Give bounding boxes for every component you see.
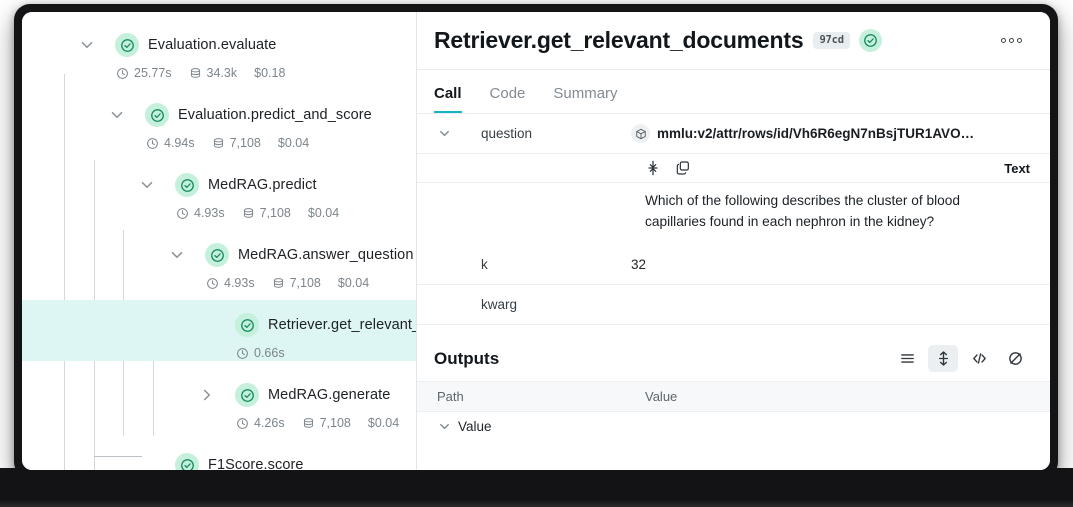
tree-node-duration: 0.66s (254, 346, 285, 360)
outputs-view-toggles[interactable] (892, 345, 1030, 373)
chevron-right-icon[interactable] (198, 386, 216, 404)
tree-elbow (94, 456, 142, 457)
status-success-icon (175, 453, 199, 470)
tree-node-metrics: 25.77s 34.3k $0.18 (116, 66, 285, 80)
kebab-menu-icon[interactable] (995, 32, 1028, 49)
tree-node-cost: $0.04 (277, 136, 310, 150)
chevron-down-icon[interactable] (108, 106, 126, 124)
tree-node-tokens: 7,108 (289, 276, 321, 290)
input-value: mmlu:v2/attr/rows/id/Vh6R6egN7nBsjTUR1AV… (631, 124, 974, 143)
tree-node-cost: $0.04 (337, 276, 370, 290)
tree-node-cost: $0.18 (254, 66, 286, 80)
device-bezel-bottom (0, 468, 1073, 507)
expand-vertical-icon[interactable] (928, 345, 958, 373)
input-row-k[interactable]: k 32 (417, 245, 1050, 285)
collapse-vertical-icon[interactable] (645, 160, 661, 176)
tree-node-cost: $0.04 (367, 416, 400, 430)
outputs-title: Outputs (434, 348, 500, 368)
status-success-icon (858, 29, 882, 52)
tree-node-row[interactable]: F1Score.score (22, 440, 416, 470)
tree-node-duration: 25.77s (134, 66, 172, 80)
tab-summary[interactable]: Summary (553, 85, 618, 102)
outputs-table-header: Path Value (417, 380, 1050, 412)
tree-node-metrics: 0.66s (236, 346, 285, 360)
question-text-body: Which of the following describes the clu… (645, 193, 960, 229)
tab-code[interactable]: Code (489, 85, 526, 102)
input-row-question[interactable]: question mmlu:v2/attr/rows/id/Vh6R6egN7n… (417, 114, 1050, 154)
tree-node-metrics: 4.26s 7,108 $0.04 (236, 416, 399, 430)
input-ref-value[interactable]: mmlu:v2/attr/rows/id/Vh6R6egN7nBsjTUR1AV… (657, 126, 975, 141)
input-value: 32 (631, 256, 647, 272)
tree-node-label: Retriever.get_relevant_d (268, 317, 417, 333)
status-success-icon (145, 103, 169, 127)
tree-node-duration: 4.93s (194, 206, 225, 220)
tree-node-duration: 4.94s (164, 136, 195, 150)
detail-panel: Retriever.get_relevant_documents 97cd Ca… (417, 12, 1050, 470)
tree-node-label: Evaluation.predict_and_score (178, 107, 372, 123)
tree-guide-line (153, 300, 154, 436)
chevron-down-icon[interactable] (138, 176, 156, 194)
tree-node-tokens: 34.3k (206, 66, 238, 80)
tree-node-label: F1Score.score (208, 457, 304, 470)
outputs-header: Outputs (417, 337, 1050, 381)
tab-call[interactable]: Call (434, 85, 462, 113)
input-row-kwarg[interactable]: kwarg (417, 285, 1050, 325)
text-panel-toolbar: Text (417, 154, 1050, 183)
tree-node-row[interactable]: Evaluation.predict_and_score 4.94s 7,108… (22, 90, 416, 151)
tree-node-tokens: 7,108 (319, 416, 351, 430)
tree-node-row[interactable]: Evaluation.evaluate 25.77s 34.3k $0.18 (22, 20, 416, 81)
tree-node-tokens: 7,108 (259, 206, 291, 220)
code-view-icon[interactable] (964, 345, 994, 372)
outputs-row-path: Value (458, 419, 492, 435)
tree-node-duration: 4.93s (224, 276, 255, 290)
tree-node-metrics: 4.93s 7,108 $0.04 (176, 206, 339, 220)
column-header-value: Value (645, 388, 678, 404)
input-name: kwarg (481, 296, 518, 312)
status-success-icon (235, 313, 259, 337)
chevron-down-icon[interactable] (437, 419, 452, 434)
tree-node-label: Evaluation.evaluate (148, 37, 277, 53)
trace-tree-panel[interactable]: Evaluation.evaluate 25.77s 34.3k $0.18 (22, 12, 417, 470)
column-header-path: Path (437, 388, 464, 404)
status-success-icon (235, 383, 259, 407)
hide-icon[interactable] (1000, 345, 1030, 372)
chevron-down-icon[interactable] (168, 246, 186, 264)
question-text-panel: Text Which of the following describes th… (417, 154, 1050, 245)
copy-icon[interactable] (675, 160, 691, 176)
status-success-icon (115, 33, 139, 57)
tree-node-metrics: 4.93s 7,108 $0.04 (206, 276, 369, 290)
detail-tabs[interactable]: Call Code Summary (417, 70, 1050, 114)
app-card: Evaluation.evaluate 25.77s 34.3k $0.18 (22, 12, 1050, 470)
tree-node-label: MedRAG.predict (208, 177, 317, 193)
tree-node-cost: $0.04 (307, 206, 340, 220)
object-ref-icon (631, 124, 650, 143)
tree-node-duration: 4.26s (254, 416, 285, 430)
status-success-icon (205, 243, 229, 267)
status-success-icon (175, 173, 199, 197)
input-name: k (481, 256, 488, 272)
tree-node-row[interactable]: MedRAG.generate 4.26s 7,108 $0.04 (22, 370, 416, 431)
tree-node-label: MedRAG.answer_question (238, 247, 414, 263)
detail-header: Retriever.get_relevant_documents 97cd (417, 12, 1050, 70)
tree-node-row[interactable]: MedRAG.answer_question 4.93s 7,108 $0.04 (22, 230, 416, 291)
tree-node-metrics: 4.94s 7,108 $0.04 (146, 136, 309, 150)
outputs-table-row[interactable]: Value (417, 412, 1050, 442)
tree-node-row-selected[interactable]: Retriever.get_relevant_d 0.66s (22, 300, 417, 361)
page-title: Retriever.get_relevant_documents (434, 27, 804, 53)
tree-node-tokens: 7,108 (229, 136, 261, 150)
input-name: question (481, 126, 533, 141)
chevron-down-icon[interactable] (78, 36, 96, 54)
text-format-label: Text (1004, 160, 1030, 176)
list-view-icon[interactable] (892, 345, 922, 372)
chevron-down-icon[interactable] (437, 126, 457, 141)
hash-badge: 97cd (813, 32, 850, 49)
tree-node-label: MedRAG.generate (268, 387, 391, 403)
tree-guide-line (64, 74, 65, 470)
tree-node-row[interactable]: MedRAG.predict 4.93s 7,108 $0.04 (22, 160, 416, 221)
